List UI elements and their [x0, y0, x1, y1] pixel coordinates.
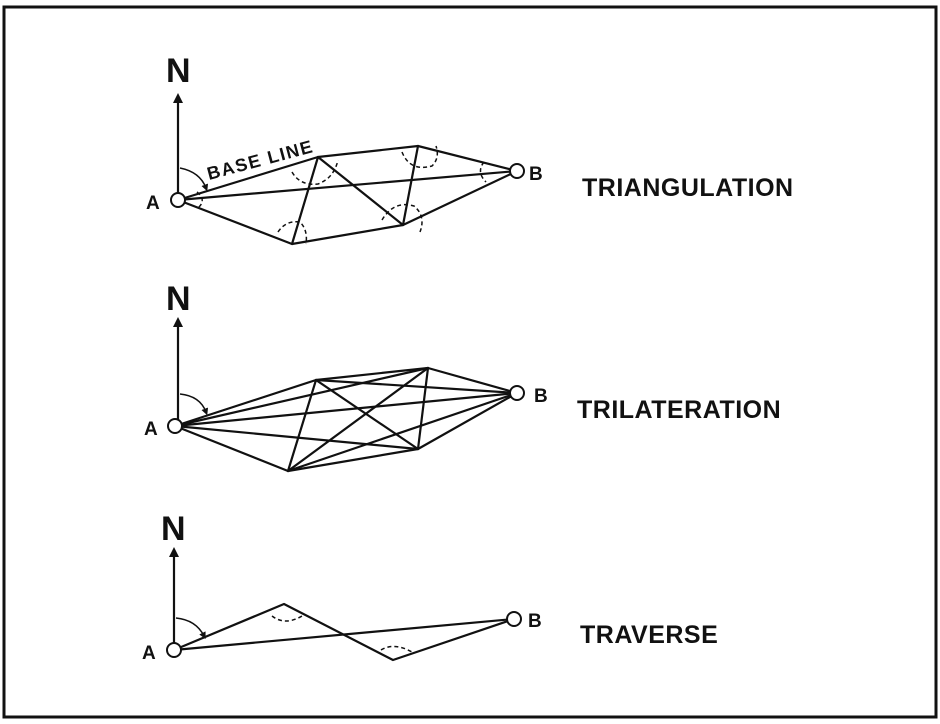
point-a-marker — [166, 642, 182, 658]
network-line — [173, 424, 420, 451]
baseline-label: BASE LINE — [205, 136, 316, 184]
method-title: TRILATERATION — [577, 396, 781, 424]
trilateration-panel: N A B TRILATERATION — [144, 280, 781, 473]
point-b-marker — [509, 385, 525, 401]
triangulation-network — [176, 144, 519, 246]
network-line — [314, 378, 519, 395]
traverse-path — [172, 602, 516, 662]
network-line — [416, 366, 430, 451]
traverse-panel: N A B TRAVERSE — [142, 510, 718, 664]
point-b-label: B — [534, 386, 548, 407]
network-line — [286, 378, 318, 473]
point-a-label: A — [142, 643, 156, 664]
closing-line — [172, 617, 516, 652]
network-line — [176, 169, 519, 202]
network-line — [290, 155, 320, 246]
north-arrow: N — [166, 280, 191, 426]
point-b-label: B — [529, 164, 543, 185]
method-title: TRAVERSE — [580, 621, 718, 649]
network-line — [173, 391, 519, 428]
point-a-marker — [167, 418, 183, 434]
traverse-network — [172, 602, 516, 662]
network-line — [173, 366, 430, 428]
north-arrow: N — [166, 52, 191, 200]
north-label: N — [166, 280, 191, 318]
north-label: N — [161, 510, 186, 548]
point-a-label: A — [144, 419, 158, 440]
azimuth-arc — [175, 617, 206, 640]
network-outline — [173, 366, 519, 473]
azimuth-arc — [179, 167, 209, 192]
network-line — [286, 366, 430, 473]
triangulation-panel: N BASE LINE A B TRIANGULATION — [146, 52, 794, 246]
north-label: N — [166, 52, 191, 90]
north-arrow: N — [161, 510, 186, 650]
network-line — [314, 378, 420, 451]
diagram-frame — [2, 5, 938, 719]
measured-angle-arcs — [271, 615, 413, 653]
network-line — [286, 391, 519, 473]
network-line — [316, 155, 405, 227]
point-a-marker — [170, 192, 186, 208]
point-b-marker — [506, 611, 522, 627]
measured-angle-arcs — [196, 145, 487, 245]
point-a-label: A — [146, 193, 160, 214]
trilateration-network — [173, 366, 519, 473]
point-b-label: B — [528, 611, 542, 632]
method-title: TRIANGULATION — [582, 174, 794, 202]
azimuth-arc — [179, 393, 209, 416]
point-b-marker — [509, 163, 525, 179]
network-line — [401, 144, 420, 227]
